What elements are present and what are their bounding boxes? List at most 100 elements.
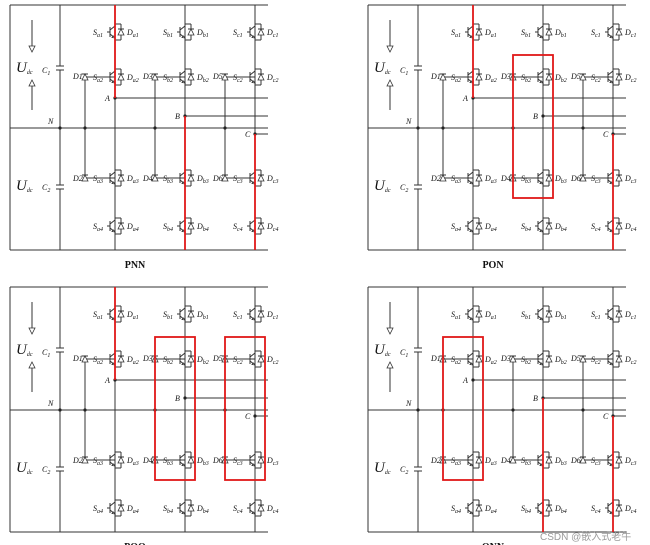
switch-sc2: [247, 349, 265, 369]
udc-label-top: Udc: [374, 342, 391, 358]
switch-label-a4: Sa4: [451, 222, 461, 233]
diode-label-a3: Da3: [484, 456, 497, 467]
diode-label-c2: Dc2: [266, 73, 278, 84]
diode-label-c2: Dc2: [624, 73, 636, 84]
switch-sa3: [107, 450, 125, 470]
diode-label-b1: Db1: [554, 310, 567, 321]
switch-label-a1: Sa1: [93, 28, 103, 39]
clamp-diode-label-2: D2: [430, 456, 441, 465]
clamp-diode-label-4: D4: [500, 456, 511, 465]
udc-label-top: Udc: [16, 342, 33, 358]
switch-label-c3: Sc3: [233, 174, 243, 185]
diode-label-b3: Db3: [196, 456, 209, 467]
c2-label: C2: [400, 183, 408, 194]
switch-label-c3: Sc3: [591, 174, 601, 185]
c1-label: C1: [400, 348, 408, 359]
clamp-diode-label-5: D5: [212, 354, 223, 363]
switch-sb3: [177, 450, 195, 470]
switch-label-c2: Sc2: [233, 73, 243, 84]
switch-label-c1: Sc1: [591, 28, 601, 39]
switch-label-b1: Sb1: [163, 310, 173, 321]
switch-label-c4: Sc4: [233, 504, 243, 515]
clamp-diode-top-a: [81, 355, 89, 363]
clamp-diode-label-5: D5: [570, 72, 581, 81]
phase-label-b: B: [175, 112, 180, 121]
udc-label-bottom: Udc: [16, 178, 33, 194]
switch-sb2: [177, 67, 195, 87]
switch-label-a3: Sa3: [451, 174, 461, 185]
switch-sc3: [247, 450, 265, 470]
diode-label-b1: Db1: [554, 28, 567, 39]
switch-sa3: [465, 450, 483, 470]
capacitor-c1: [414, 65, 422, 71]
switch-label-b4: Sb4: [163, 222, 173, 233]
switch-label-a2: Sa2: [93, 355, 103, 366]
diode-label-b4: Db4: [554, 222, 567, 233]
switch-sa4: [107, 498, 125, 518]
diode-label-a4: Da4: [126, 504, 139, 515]
diode-label-c4: Dc4: [266, 504, 278, 515]
switch-label-a3: Sa3: [451, 456, 461, 467]
clamp-diode-bottom-a: [439, 174, 447, 182]
phase-label-c: C: [245, 130, 251, 139]
switch-label-b3: Sb3: [163, 174, 173, 185]
diode-label-a3: Da3: [484, 174, 497, 185]
path-o-b: [154, 336, 196, 481]
c1-label: C1: [42, 66, 50, 77]
switch-label-c4: Sc4: [591, 222, 601, 233]
phase-label-a: A: [104, 376, 110, 385]
panel-caption: POO: [124, 542, 146, 545]
switch-label-a3: Sa3: [93, 174, 103, 185]
c1-label: C1: [400, 66, 408, 77]
capacitor-c2: [56, 466, 64, 472]
clamp-diode-label-5: D5: [212, 72, 223, 81]
switch-label-c1: Sc1: [233, 310, 243, 321]
clamp-diode-label-1: D1: [72, 72, 83, 81]
neutral-node: [416, 408, 420, 412]
switch-label-a2: Sa2: [93, 73, 103, 84]
clamp-diode-label-1: D1: [430, 354, 441, 363]
clamp-diode-label-6: D6: [570, 456, 581, 465]
udc-label-bottom: Udc: [374, 178, 391, 194]
switch-sb2: [535, 349, 553, 369]
diode-label-b2: Db2: [554, 73, 567, 84]
clamp-diode-label-3: D3: [500, 72, 511, 81]
diode-label-a4: Da4: [484, 222, 497, 233]
clamp-diode-top-b: [151, 73, 159, 81]
capacitor-c2: [56, 184, 64, 190]
clamp-diode-bottom-c: [579, 174, 587, 182]
switch-sc1: [247, 304, 265, 324]
switch-label-b2: Sb2: [521, 355, 531, 366]
switch-label-a4: Sa4: [451, 504, 461, 515]
switch-label-b3: Sb3: [521, 456, 531, 467]
clamp-diode-label-2: D2: [72, 456, 83, 465]
switch-label-c4: Sc4: [233, 222, 243, 233]
switch-label-b2: Sb2: [521, 73, 531, 84]
phase-label-c: C: [245, 412, 251, 421]
capacitor-c2: [414, 466, 422, 472]
phase-label-a: A: [462, 376, 468, 385]
switch-sb3: [535, 168, 553, 188]
clamp-diode-bottom-b: [509, 456, 517, 464]
diode-label-a2: Da2: [126, 355, 139, 366]
diode-label-b3: Db3: [554, 174, 567, 185]
switch-label-b4: Sb4: [521, 504, 531, 515]
udc-label-bottom: Udc: [374, 460, 391, 476]
switch-label-a1: Sa1: [451, 310, 461, 321]
phase-label-c: C: [603, 130, 609, 139]
switch-label-a4: Sa4: [93, 222, 103, 233]
diode-label-c3: Dc3: [266, 456, 278, 467]
diode-label-a3: Da3: [126, 174, 139, 185]
clamp-diode-label-2: D2: [72, 174, 83, 183]
udc-label-top: Udc: [16, 60, 33, 76]
udc-label-bottom: Udc: [16, 460, 33, 476]
diode-label-a2: Da2: [126, 73, 139, 84]
switch-label-c2: Sc2: [233, 355, 243, 366]
switch-sa4: [465, 216, 483, 236]
diode-label-b4: Db4: [554, 504, 567, 515]
switch-label-a3: Sa3: [93, 456, 103, 467]
